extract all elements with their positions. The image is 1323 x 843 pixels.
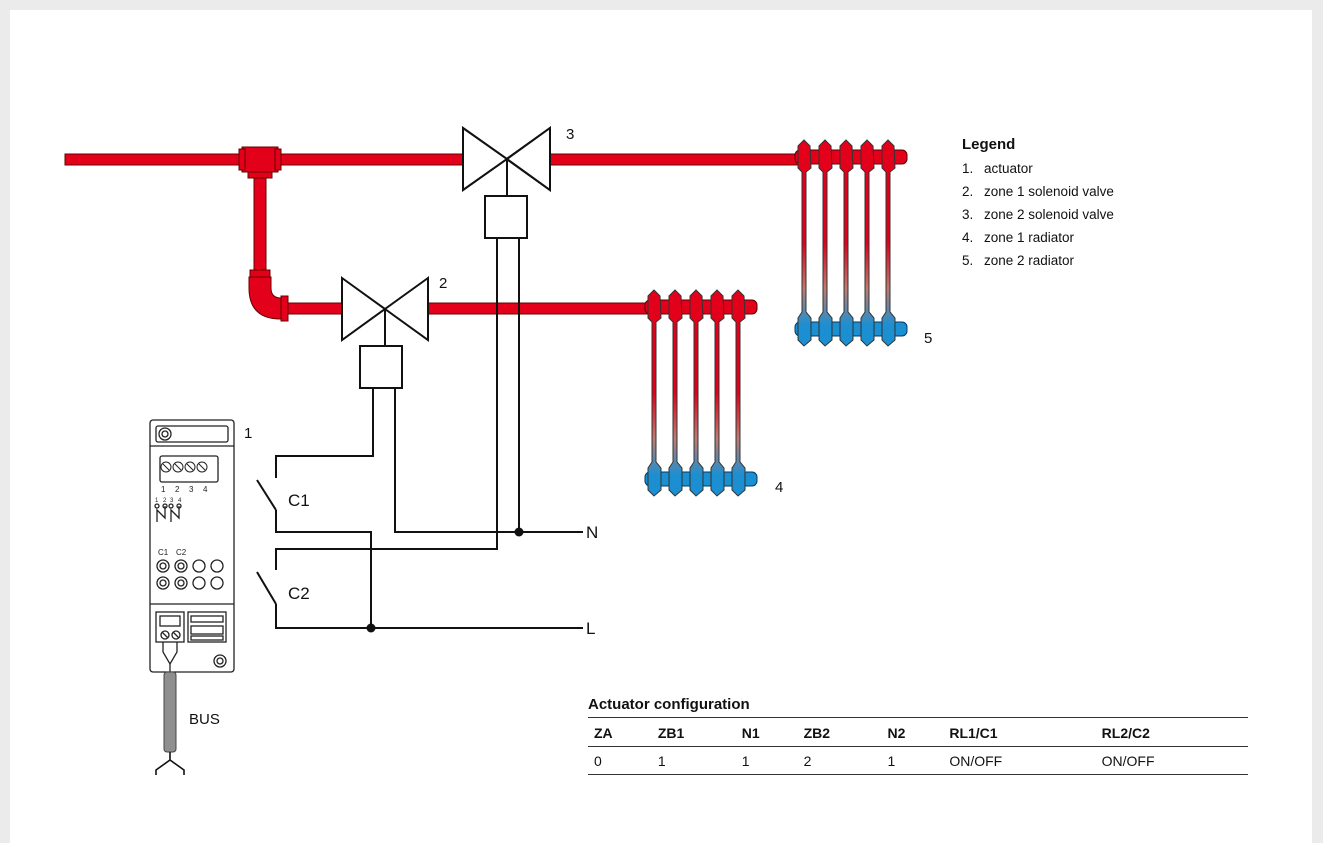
- relay-label-3: 3: [170, 498, 174, 504]
- output-label-c2: C2: [176, 548, 187, 557]
- table-row: 0 1 1 2 1 ON/OFF ON/OFF: [588, 746, 1248, 775]
- output-label-c1: C1: [158, 548, 169, 557]
- table-cell: ON/OFF: [1095, 746, 1248, 775]
- neutral-label: N: [586, 523, 598, 542]
- switch-label-c2: C2: [288, 584, 310, 603]
- diagram-frame: 1 2 3 4 1 2 3 4 C1 C2 3 2 1 4 5 C1 C2 N …: [10, 10, 1312, 843]
- relay-label-2: 2: [163, 498, 167, 504]
- table-cell: 1: [735, 746, 798, 775]
- branch-pipe: [248, 177, 649, 322]
- table-header-row: ZA ZB1 N1 ZB2 N2 RL1/C1 RL2/C2: [588, 717, 1248, 747]
- legend-list: 1.actuator 2.zone 1 solenoid valve 3.zon…: [962, 157, 1202, 272]
- legend-title: Legend: [962, 136, 1016, 153]
- zone2-radiator: [794, 139, 908, 347]
- terminal-label-4: 4: [203, 485, 208, 494]
- col-zb1: ZB1: [651, 717, 736, 747]
- neutral-junction: [514, 527, 524, 537]
- pipe-tee-fitting: [238, 146, 282, 179]
- callout-2: 2: [439, 275, 447, 292]
- bus-cable: [155, 671, 185, 775]
- line-junction: [366, 623, 376, 633]
- relay-label-1: 1: [155, 498, 159, 504]
- table-cell: 0: [588, 746, 652, 775]
- callout-4: 4: [775, 479, 783, 496]
- table-cell: 1: [651, 746, 736, 775]
- callout-5: 5: [924, 330, 932, 347]
- zone1-solenoid-valve: [341, 276, 429, 389]
- legend-item: 1.actuator: [962, 161, 1033, 176]
- col-zb2: ZB2: [797, 717, 882, 747]
- line-label: L: [586, 619, 595, 638]
- terminal-label-2: 2: [175, 485, 180, 494]
- zone1-radiator: [644, 289, 758, 497]
- zone2-solenoid-valve: [462, 126, 551, 239]
- actuator-terminal-labels: 1 2 3 4 1 2 3 4 C1 C2: [155, 485, 208, 557]
- terminal-label-1: 1: [161, 485, 166, 494]
- col-rl2-c2: RL2/C2: [1095, 717, 1248, 747]
- actuator-configuration: Actuator configuration ZA ZB1 N1 ZB2 N2 …: [588, 696, 1248, 775]
- legend: Legend 1.actuator 2.zone 1 solenoid valv…: [962, 136, 1202, 272]
- bus-label: BUS: [189, 711, 220, 728]
- config-table: ZA ZB1 N1 ZB2 N2 RL1/C1 RL2/C2 0 1 1 2 1…: [588, 717, 1248, 775]
- table-cell: 1: [881, 746, 944, 775]
- relay-label-4: 4: [178, 498, 182, 504]
- table-cell: 2: [797, 746, 882, 775]
- config-title: Actuator configuration: [588, 696, 750, 713]
- actuator-device: [149, 419, 235, 673]
- main-supply-pipe: [64, 153, 801, 166]
- table-cell: ON/OFF: [943, 746, 1096, 775]
- col-n2: N2: [881, 717, 944, 747]
- legend-item: 3.zone 2 solenoid valve: [962, 207, 1114, 222]
- switch-label-c1: C1: [288, 491, 310, 510]
- heating-diagram: 1 2 3 4 1 2 3 4 C1 C2 3 2 1 4 5 C1 C2 N …: [64, 126, 932, 775]
- legend-item: 4.zone 1 radiator: [962, 230, 1075, 245]
- callout-3: 3: [566, 126, 574, 143]
- terminal-label-3: 3: [189, 485, 194, 494]
- wiring: [256, 238, 583, 629]
- col-n1: N1: [735, 717, 798, 747]
- legend-item: 2.zone 1 solenoid valve: [962, 184, 1114, 199]
- legend-item: 5.zone 2 radiator: [962, 253, 1075, 268]
- col-za: ZA: [588, 717, 652, 747]
- col-rl1-c1: RL1/C1: [943, 717, 1096, 747]
- callout-1: 1: [244, 425, 252, 442]
